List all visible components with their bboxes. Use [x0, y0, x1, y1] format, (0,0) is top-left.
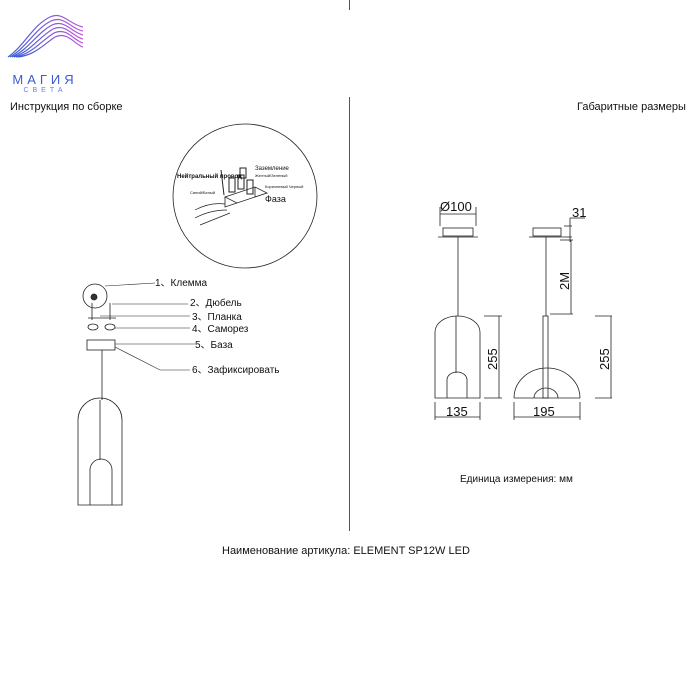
unit-note: Единица измерения: мм	[460, 474, 573, 485]
ground-label: Заземление	[255, 166, 290, 172]
dimensions-title: Габаритные размеры	[577, 101, 686, 113]
side-view-drawing	[513, 217, 612, 420]
brand-logo: МАГИЯ СВЕТА	[5, 5, 85, 95]
dim-front-height: 255	[485, 348, 500, 370]
brand-sub: СВЕТА	[23, 87, 67, 94]
step-5: 5、База	[195, 340, 233, 351]
step-6: 6、Зафиксировать	[192, 364, 280, 376]
dim-canopy-height: 31	[572, 205, 586, 220]
step-3: 3、Планка	[192, 312, 242, 323]
wiring-detail: Нейтральный провод Синий/Белый Заземлени…	[172, 123, 318, 269]
dim-cable-length: 2M	[557, 272, 572, 290]
phase-color: Коричневый Черный	[265, 184, 303, 189]
assembly-title: Инструкция по сборке	[10, 101, 123, 113]
step-4: 4、Саморез	[192, 324, 249, 335]
step-1: 1、Клемма	[155, 278, 208, 289]
divider	[349, 97, 350, 531]
assembly-steps: 1、Клемма 2、Дюбель 3、Планка 4、Саморез 5、Б…	[155, 278, 280, 376]
ground-color: Желтый/Зеленый	[255, 173, 288, 178]
phase-label: Фаза	[265, 194, 286, 204]
step-2: 2、Дюбель	[190, 297, 242, 309]
neutral-label: Нейтральный провод	[177, 173, 242, 180]
logo-waves-icon	[7, 15, 84, 58]
dim-canopy-diameter: Ø100	[440, 199, 472, 214]
dim-front-width: 135	[446, 404, 468, 419]
neutral-color: Синий/Белый	[190, 190, 215, 195]
divider-top	[349, 0, 350, 10]
assembly-drawing	[77, 282, 195, 506]
article-name: Наименование артикула: ELEMENT SP12W LED	[222, 545, 470, 557]
dim-side-height: 255	[597, 348, 612, 370]
dim-side-width: 195	[533, 404, 555, 419]
brand-name: МАГИЯ	[12, 72, 78, 87]
front-view-drawing	[434, 207, 502, 420]
